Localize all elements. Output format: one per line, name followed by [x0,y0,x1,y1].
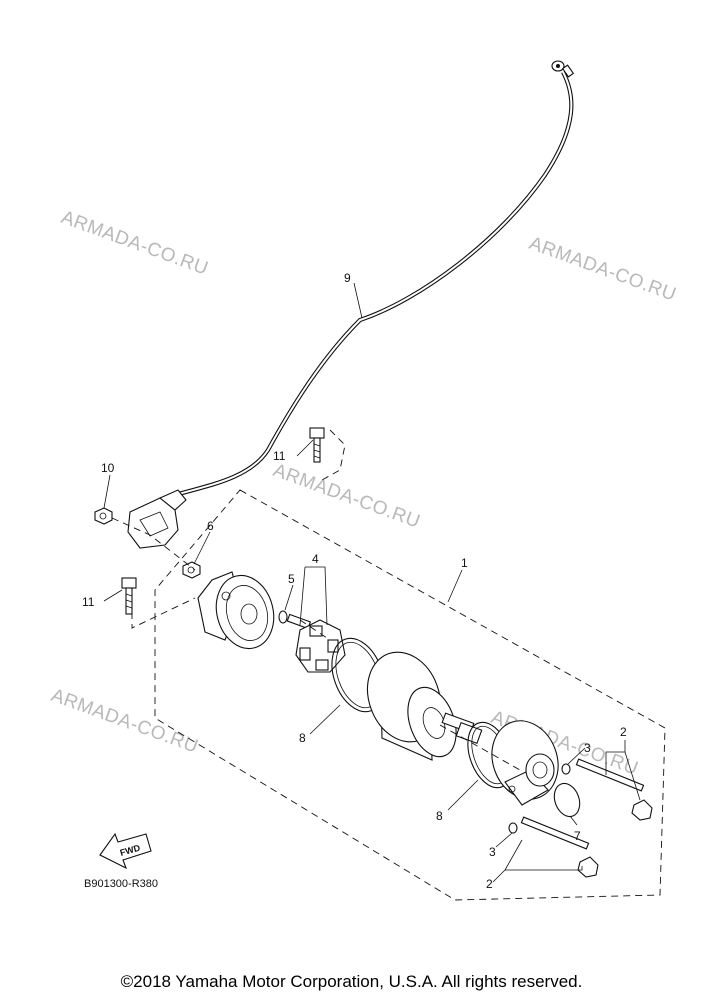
leader-line [299,566,328,626]
cable-terminal-cover [127,489,187,549]
callout-9: 9 [344,271,351,285]
ground-lead [321,429,346,481]
o-ring [561,763,571,775]
leader-line [353,282,363,319]
watermark: ARMADA-CO.RU [270,460,423,533]
callout-2: 2 [620,725,627,739]
callout-1: 1 [461,556,468,570]
leader-line [296,439,314,457]
callout-5: 5 [288,572,295,586]
starter-assembly-boundary [154,489,666,901]
callout-4: 4 [312,552,319,566]
fwd-arrow-icon: FWD [99,832,152,870]
alignment-line [299,619,331,641]
starter-yoke [366,651,483,761]
callout-2: 2 [486,877,493,891]
nut [182,561,201,579]
callout-3: 3 [489,845,496,859]
rear-cover [491,720,559,806]
nut [94,507,113,525]
callout-8: 8 [299,731,306,745]
through-bolt [520,816,599,878]
leader-line [103,474,111,509]
leader-line [569,815,578,826]
brush-holder [286,613,346,673]
bolt [309,427,325,463]
leader-line [605,740,641,801]
alignment-line [439,724,521,771]
leader-line [447,569,463,603]
alignment-line [131,597,196,629]
leader-line [447,779,479,811]
watermark: ARMADA-CO.RU [48,685,201,758]
callout-11: 11 [82,595,95,609]
starter-cable [174,60,575,498]
leader-line [495,832,513,848]
leader-line [193,531,211,565]
watermark: ARMADA-CO.RU [526,233,679,306]
bolt [121,577,137,615]
callout-8: 8 [436,809,443,823]
o-ring [508,822,518,834]
front-cover [197,571,275,650]
watermark: ARMADA-CO.RU [58,207,211,280]
callout-7: 7 [574,829,581,843]
callout-6: 6 [207,519,214,533]
o-ring [553,782,581,818]
callout-10: 10 [101,461,115,475]
leader-line [103,589,123,602]
callout-11: 11 [273,449,286,463]
copyright-notice: ©2018 Yamaha Motor Corporation, U.S.A. A… [120,972,583,991]
leader-line [284,584,294,611]
through-bolt [575,758,653,821]
leader-line [309,704,341,735]
diagram-code: B901300-R380 [84,878,158,890]
alignment-line [111,517,196,571]
o-ring [278,610,288,624]
leader-line [492,839,583,883]
callout-3: 3 [584,741,591,755]
leader-line [567,747,586,765]
